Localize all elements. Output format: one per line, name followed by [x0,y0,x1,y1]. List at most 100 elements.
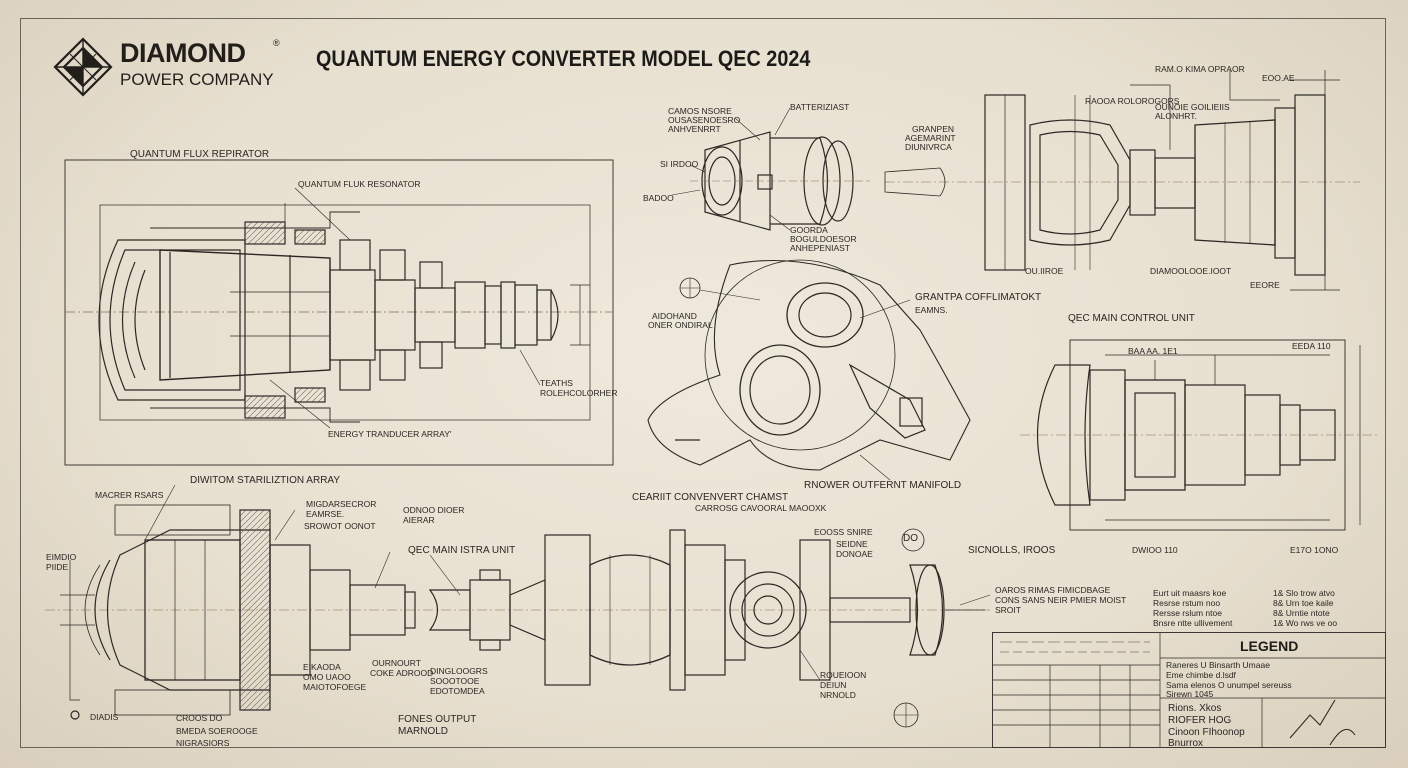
label-top-right-5: ALONHRT. [1155,111,1197,121]
label-ctrl-dim-4: E17O 1ONO [1290,545,1339,555]
label-bm-3: DONOAE [836,549,873,559]
spec-left-1: Eurt uit maasrs koe [1153,588,1227,598]
label-ctrl-dim-2: EEDA 110 [1292,341,1331,351]
legend-sign-line-1: Rions. Xkos [1168,703,1222,714]
label-top-mid-2: CAMOS NSORE [668,106,732,116]
label-bl-18: SROWOT OONOT [304,521,376,531]
label-bl-4: DIADIS [90,712,119,722]
drawing-title: QUANTUM ENERGY CONVERTER MODEL QEC 2024 [316,46,811,71]
legend-box [992,632,1386,748]
label-bm-4: ROUEIOON [820,670,867,680]
control-unit-drawing [1020,339,1380,531]
label-top-mid-1: BATTERIZIAST [790,102,850,112]
label-coupler-sub: EAMNS. [915,305,948,315]
label-top-right-1: RAM.O KIMA OPRAOR [1155,64,1245,74]
label-coupler: GRANTPA COFFLIMATOKT [915,292,1042,303]
label-mid-left-1: AIDOHAND [652,311,697,321]
label-bl-12: COKE ADROOD [370,668,434,678]
label-bl-17: EAMRSE. [306,509,345,519]
label-top-right-2: EOO.AE [1262,73,1295,83]
label-bl-9: OMO UAOO [303,672,351,682]
label-outfert-manifold: RNOWER OUTFERNT MANIFOLD [804,480,962,491]
label-flux-header: QUANTUM FLUX REPIRATOR [130,149,270,160]
spec-left-4: Bnsre ntte ullivement [1153,618,1233,628]
label-bl-11: OURNOURT [372,658,421,668]
legend-block-line-2: Eme chimbe d.lsdf [1166,670,1236,680]
label-do-mark: DO [903,533,918,544]
label-bl-20: AIERAR [403,515,435,525]
label-bl-1: MACRER RSARS [95,490,164,500]
diamond-logo-icon [53,37,113,97]
label-top-right-7: AGEMARINT [905,133,956,143]
center-coupler-drawing [647,259,971,481]
label-top-mid-5: GOORDA [790,225,828,235]
label-bl-3: PIIDE [46,562,69,572]
spec-left-3: Rersse rslum ntoe [1153,608,1222,618]
label-bl-8: EIKAODA [303,662,341,672]
label-top-right-9: DIAMOOLOOE.IOOT [1150,266,1232,276]
label-top-mid-3: OUSASENOESRO [668,115,741,125]
legend-sign-line-4: Bnurrox [1168,738,1204,749]
label-bm-7: CARROSG CAVOORAL MAOOXK [695,503,827,513]
spec-right-3: 8& Urntie ntote [1273,608,1330,618]
label-bl-14: SOOOTOOE [430,676,480,686]
label-bl-10: MAIOTOFOEGE [303,682,367,692]
spec-right-4: 1& Wo rws ve oo [1273,618,1338,628]
label-main-control-unit: QEC MAIN CONTROL UNIT [1068,313,1195,324]
label-bm-1: EOOSS SNIRE [814,527,873,537]
label-mid-left-2: ONER ONDIRAL [648,320,713,330]
label-top-right-8: DIUNIVRCA [905,142,952,152]
label-stabilization-array: DIWITOM STARILIZTION ARRAY [190,475,341,486]
stabilization-array-drawing [45,484,990,720]
label-top-right-11: OU.IIROE [1025,266,1064,276]
label-main-istra-unit: QEC MAIN ISTRA UNIT [408,545,516,556]
legend-block-line-3: Sama elenos O unumpel sereuss [1166,680,1292,690]
shaft-assembly-drawing [428,528,991,728]
sheet-border [20,18,1386,748]
label-bl-7: NIGRASIORS [176,738,230,748]
legend-block-line-1: Raneres U Binsarth Umaae [1166,660,1270,670]
top-mid-cylinder-drawing [671,107,870,231]
registered-mark: ® [273,38,280,48]
label-br-2: CONS SANS NEIR PMIER MOIST [995,595,1127,605]
label-top-mid-8: BADOO [643,193,674,203]
label-top-mid-4: ANHVENRRT [668,124,721,134]
label-bl-2: EIMDIO [46,552,77,562]
label-ctrl-dim-3: DWIOO 110 [1132,545,1178,555]
label-top-right-10: EEORE [1250,280,1280,290]
label-top-right-6: GRANPEN [912,124,955,134]
label-top-mid-7: ANHEPENIAST [790,243,850,253]
top-right-assembly-drawing [884,70,1360,291]
label-ctrl-dim-1: BAA AA. 1E1 [1128,346,1178,356]
label-flux-side-1: TEATHS [540,378,573,388]
label-bl-16: MIGDARSECROR [306,499,377,509]
label-flux-side-2: ROLEHCOLORHER [540,388,618,398]
spec-right-1: 1& Slo trow atvo [1273,588,1335,598]
label-top-mid-6: BOGULDOESOR [790,234,857,244]
legend-sign-line-3: Cinoon FIhoonop [1168,727,1245,738]
label-power-output: FONES OUTPUT [398,714,477,725]
label-bl-15: EDOTOMDEA [430,686,485,696]
label-bm-6: NRNOLD [820,690,856,700]
label-br-1: OAROS RIMAS FIMICDBAGE [995,585,1111,595]
label-silica-rods: SICNOLLS, IROOS [968,545,1056,556]
label-energy-transducer: ENERGY TRANDUCER ARRAY' [328,429,452,439]
legend-sign-line-2: RIOFER HOG [1168,715,1232,726]
label-bm-5: DEIUN [820,680,847,690]
flux-repirator-drawing [64,159,614,466]
label-bl-19: ODNOO DIOER [403,505,465,515]
company-logo-block: DIAMOND ® POWER COMPANY [52,36,292,100]
label-bl-13: DINGLOOGRS [430,666,488,676]
legend-title: LEGEND [1240,638,1299,654]
label-flux-resonator: QUANTUM FLUK RESONATOR [298,179,421,189]
label-bl-5: CROOS DO [176,713,223,723]
label-power-output-2: MARNOLD [398,726,449,737]
spec-left-2: Resrse rstum noo [1153,598,1221,608]
legend-block-line-4: Sirewn 1045 [1166,689,1214,699]
label-bl-6: BMEDA SOEROOGE [176,726,258,736]
label-top-mid-9: SI IRDOO [660,159,699,169]
label-converter-chamber: CEARIIT CONVENVERT CHAMST [632,492,789,503]
